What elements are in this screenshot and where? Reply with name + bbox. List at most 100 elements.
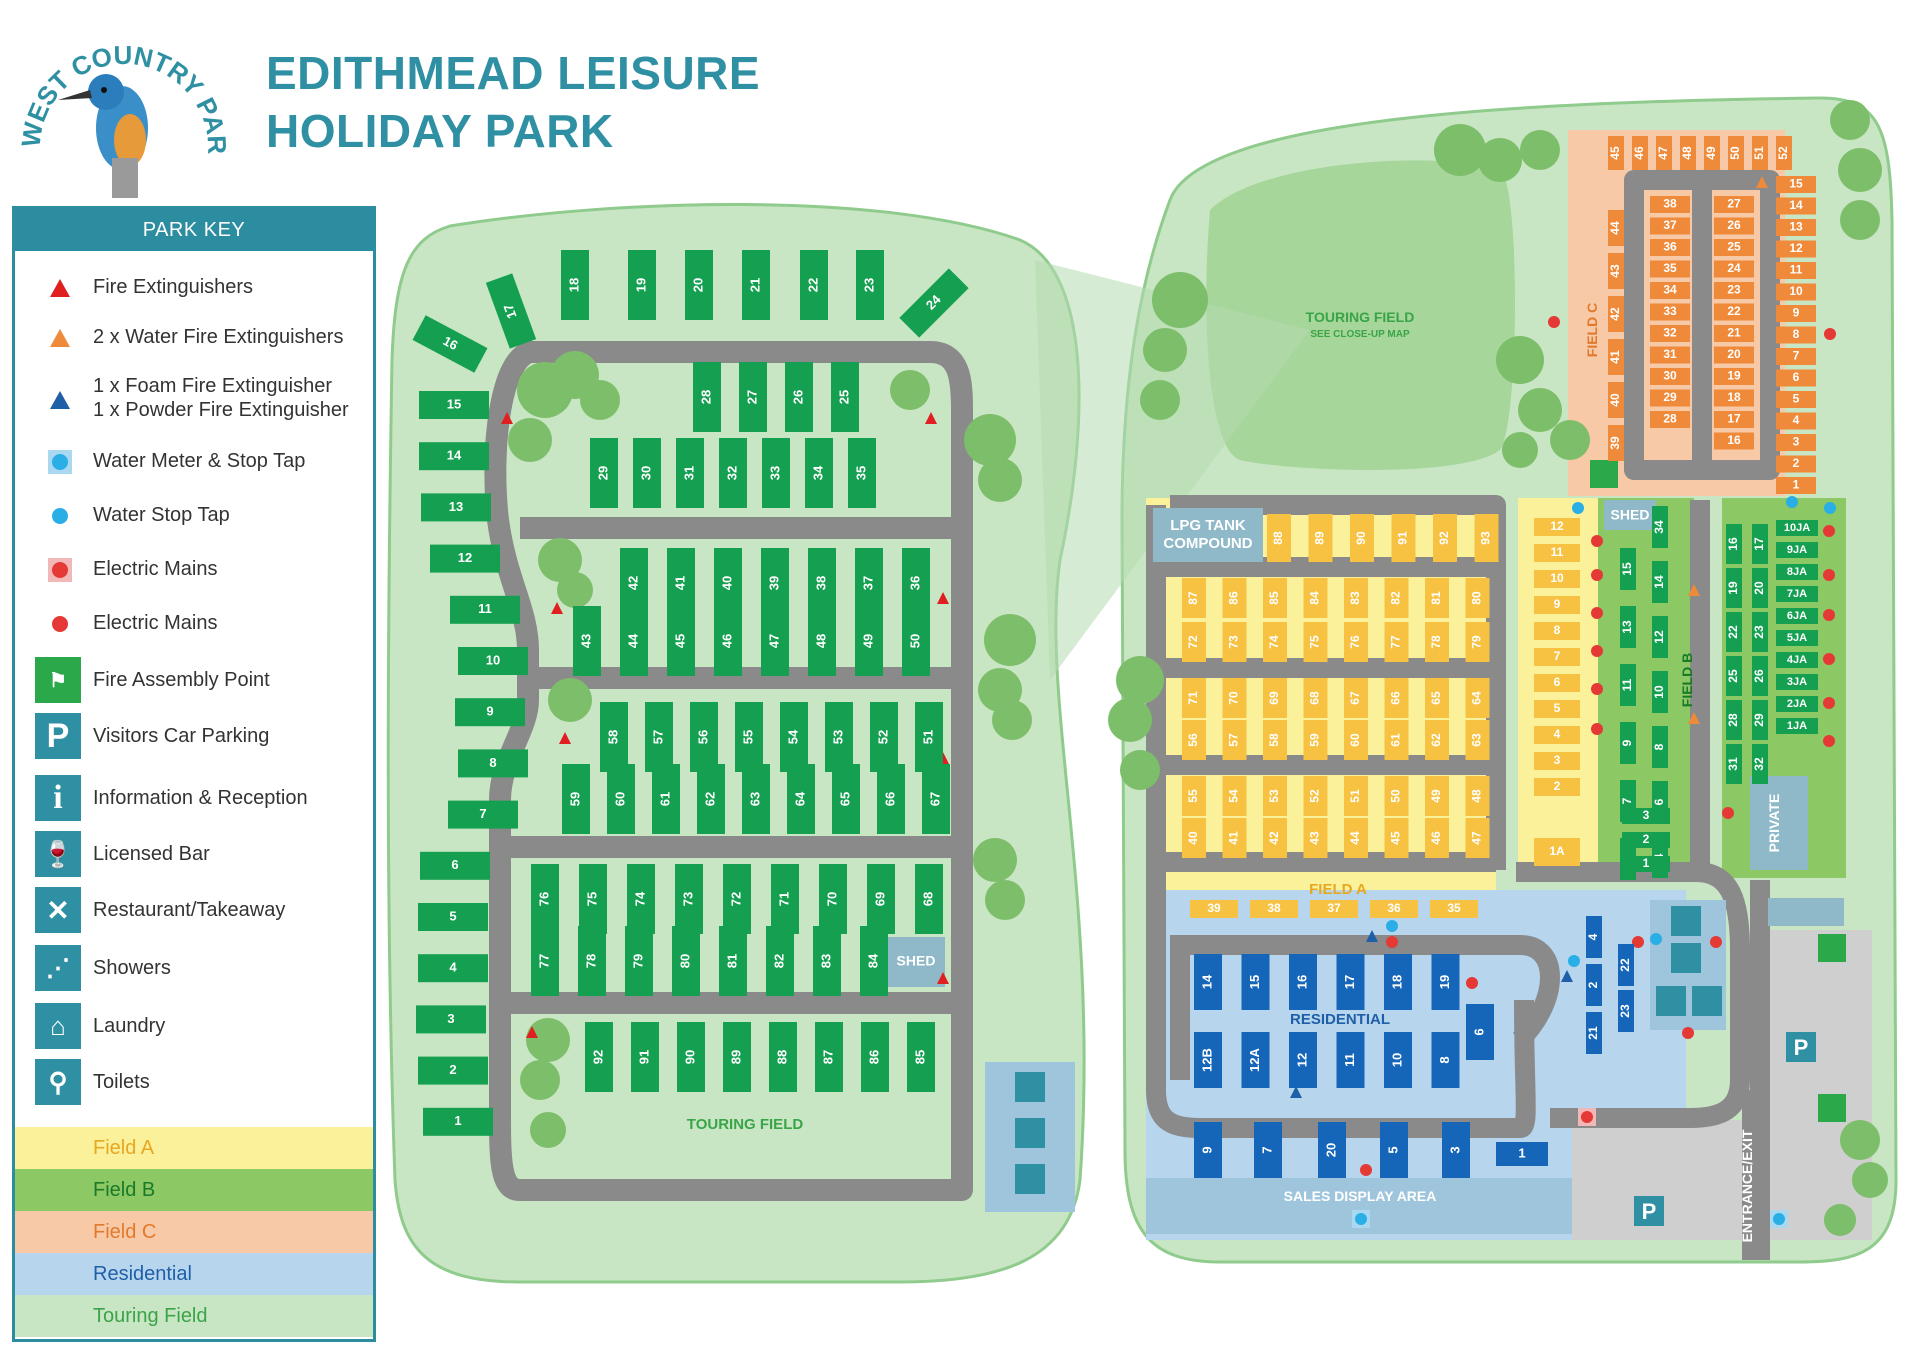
pitch-32: 32 (1650, 325, 1690, 342)
pitch-box (1776, 283, 1816, 301)
pitch-box (808, 606, 836, 676)
pitch-box (1608, 296, 1624, 332)
pitch-box (1303, 776, 1328, 816)
pitch-box (1618, 990, 1634, 1032)
pitch-box (627, 864, 655, 934)
pitch-label: 47 (1656, 146, 1670, 160)
pitch-label: 14 (447, 448, 462, 463)
pitch-1JA: 1JA (1776, 718, 1818, 734)
parking-sign-south-label: P (1642, 1199, 1657, 1224)
pitch-65: 65 (1425, 678, 1449, 718)
pitch-label: 6 (451, 857, 458, 872)
pitch-box (1465, 622, 1490, 662)
pitch-55: 55 (735, 702, 763, 772)
pitch-box (1303, 578, 1328, 618)
pitch-label: 11 (478, 601, 492, 616)
pitch-label: 34 (1663, 283, 1677, 297)
pitch-2: 2 (418, 1056, 488, 1085)
pitch-22: 22 (1618, 944, 1634, 986)
parking-sign-east-label: P (1794, 1035, 1809, 1060)
pitch-4: 4 (1776, 412, 1816, 430)
pitch-box (1650, 325, 1690, 342)
pitch-box (819, 864, 847, 934)
pitch-box (787, 764, 815, 834)
pitch-label: 56 (695, 730, 710, 744)
pitch-17: 17 (1714, 411, 1754, 428)
pitch-box (1714, 239, 1754, 256)
pitch-label: 20 (1727, 347, 1741, 361)
pitch-label: 70 (1227, 691, 1241, 705)
pitch-label: 89 (1313, 531, 1327, 545)
pitch-box (714, 606, 742, 676)
pitch-12: 12 (1289, 1032, 1317, 1088)
pitch-label: 67 (927, 792, 942, 806)
pitch-box (1714, 411, 1754, 428)
pitch-box (1752, 524, 1768, 564)
pitch-label: 21 (1586, 1026, 1600, 1040)
pitch-box (690, 702, 718, 772)
pitch-3: 3 (1442, 1122, 1470, 1178)
pitch-box (1776, 326, 1816, 344)
red-triangle-icon (50, 279, 70, 297)
pitch-label: 58 (1267, 733, 1281, 747)
pitch-3: 3 (1776, 434, 1816, 451)
pitch-28: 28 (1726, 700, 1742, 740)
pitch-46: 46 (1425, 818, 1449, 858)
kingfisher-logo-icon (58, 74, 148, 198)
pitch-1: 1 (423, 1107, 493, 1136)
pitch-label: 40 (1186, 831, 1200, 845)
pitch-box (693, 362, 721, 432)
pitch-label: 87 (1186, 591, 1200, 605)
pitch-36: 36 (1650, 239, 1690, 256)
pitch-box (1267, 514, 1291, 562)
pitch-box (1704, 136, 1720, 170)
pitch-label: 65 (837, 792, 852, 806)
pitch-83: 83 (813, 926, 841, 996)
pitch-93: 93 (1474, 514, 1499, 562)
pitch-label: 46 (719, 634, 734, 648)
pitch-box (1714, 389, 1754, 407)
pitch-label: 1 (1793, 478, 1800, 492)
pitch-87: 87 (815, 1022, 843, 1092)
parking-area-east (1762, 930, 1872, 1130)
touring-field-label: TOURING FIELD (687, 1116, 804, 1133)
pitch-box (1620, 548, 1636, 590)
pitch-label: 86 (866, 1050, 881, 1064)
pitch-box (719, 926, 747, 996)
pitch-44: 44 (1344, 818, 1368, 858)
pitch-label: 38 (1663, 197, 1677, 211)
pitch-box (1534, 674, 1580, 692)
pitch-box (1650, 282, 1690, 299)
pitch-27: 27 (1714, 196, 1754, 213)
pitch-box (1380, 1122, 1408, 1178)
water-stop-taps (1386, 496, 1836, 967)
pitch-box (1222, 622, 1247, 662)
pitch-45: 45 (1608, 136, 1624, 170)
pitch-label: 60 (612, 792, 627, 806)
pitch-50: 50 (1384, 776, 1409, 816)
pitch-label: 82 (1389, 591, 1403, 605)
cutlery-icon: ✕ (35, 887, 81, 933)
pitch-box (652, 764, 680, 834)
pitch-box (1752, 568, 1768, 608)
pitch-28: 28 (693, 362, 721, 432)
pitch-box (1465, 678, 1490, 718)
pitch-40: 40 (1182, 818, 1206, 858)
pitch-40: 40 (1608, 382, 1624, 418)
pitch-box (1776, 369, 1816, 387)
pitch-box (1425, 818, 1449, 858)
pitch-17: 17 (485, 273, 537, 349)
pitch-73: 73 (675, 864, 703, 934)
pitch-box (1534, 648, 1580, 666)
pitch-box (1608, 339, 1624, 375)
pitch-label: 35 (853, 466, 868, 480)
pitch-box (579, 864, 607, 934)
pitch-box (856, 250, 884, 320)
pitch-label: 27 (744, 390, 759, 404)
pitch-56: 56 (690, 702, 718, 772)
pitch-box (1776, 197, 1816, 215)
pitch-box (1194, 1122, 1222, 1178)
key-item-water-stop-tap: Water Stop Tap (15, 499, 373, 533)
pitch-27: 27 (739, 362, 767, 432)
pitch-label: 59 (567, 792, 582, 806)
